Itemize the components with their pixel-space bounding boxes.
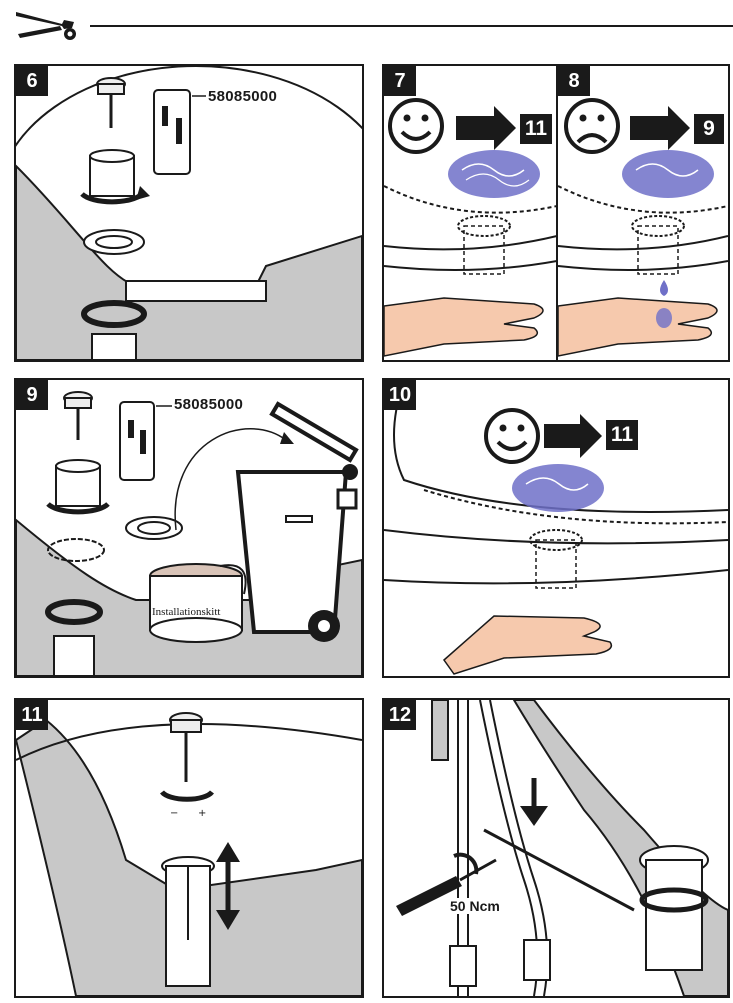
adjust-minus: − [170,808,179,819]
panel-step-10: 10 11 [382,378,730,678]
step-number-12: 12 [384,700,416,730]
smiley-happy-icon [388,98,444,154]
next-step-badge: 11 [520,114,552,144]
panel-step-6: 6 58085000 [14,64,364,362]
part-number-label: 58085000 [174,396,244,413]
next-step-badge: 9 [694,114,724,144]
next-step-badge: 11 [606,420,638,450]
step-6-illustration [16,66,362,360]
step-number-6: 6 [16,66,48,96]
header-rule [90,25,733,27]
step-8-illustration [558,98,728,357]
tools-icon [16,12,76,40]
step-10-illustration [384,380,728,675]
torque-label: 50 Ncm [448,898,502,914]
panel-step-12: 12 50 Ncm [382,698,730,998]
panel-step-8: 8 9 [556,64,730,362]
step-12-illustration [396,700,728,996]
step-number-11: 11 [16,700,48,730]
step-number-10: 10 [384,380,416,410]
step-7-illustration [384,98,557,357]
putty-can-label: Installationskitt [152,606,221,618]
adjust-plus: + [198,808,207,819]
step-11-illustration [16,712,362,996]
panel-step-9: 9 58085000 Installationskitt [14,378,364,678]
panel-step-7: 7 11 [382,64,559,362]
smiley-happy-icon [484,408,540,464]
part-number-label: 58085000 [208,88,278,105]
step-number-7: 7 [384,66,416,96]
panel-step-11: 11 − + [14,698,364,998]
step-number-8: 8 [558,66,590,96]
step-9-illustration [16,391,362,676]
header-bar [12,4,733,44]
step-number-9: 9 [16,380,48,410]
smiley-sad-icon [564,98,620,154]
